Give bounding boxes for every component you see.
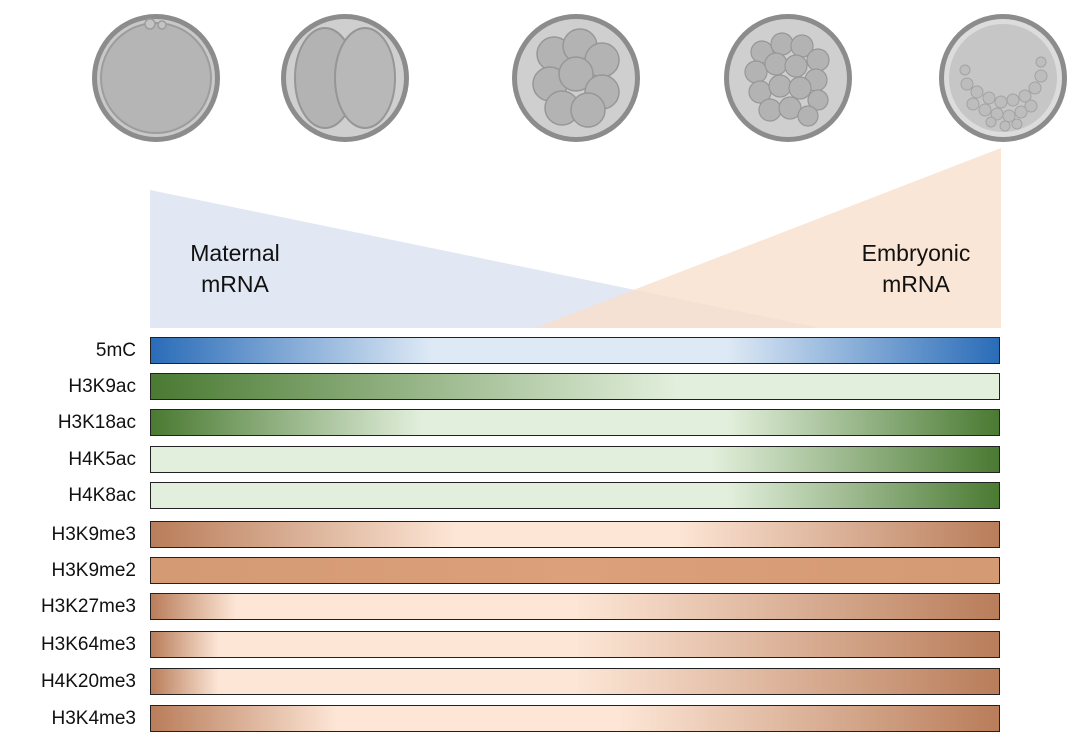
mark-label: H3K9ac <box>0 373 136 401</box>
mark-bar-h4k5ac <box>150 446 1000 473</box>
mark-label: H3K27me3 <box>0 593 136 621</box>
maternal-mrna-label-line1: Maternal <box>155 238 315 269</box>
mark-bar-h4k20me3 <box>150 668 1000 695</box>
mark-bar-h3k9me3 <box>150 521 1000 548</box>
mark-label: H3K9me2 <box>0 557 136 585</box>
mark-bar-h3k18ac <box>150 409 1000 436</box>
mark-bar-h3k9me2 <box>150 557 1000 584</box>
mark-label: H3K64me3 <box>0 631 136 659</box>
embryonic-mrna-label-line1: Embryonic <box>836 238 996 269</box>
embryonic-mrna-label: Embryonic mRNA <box>836 238 996 300</box>
mark-label: H4K20me3 <box>0 668 136 696</box>
mark-bar-h3k64me3 <box>150 631 1000 658</box>
mark-label: 5mC <box>0 337 136 365</box>
mark-label: H3K9me3 <box>0 521 136 549</box>
mark-bar-h3k9ac <box>150 373 1000 400</box>
maternal-mrna-label: Maternal mRNA <box>155 238 315 300</box>
mark-label: H4K5ac <box>0 446 136 474</box>
mark-bar-h4k8ac <box>150 482 1000 509</box>
mark-bar-5mc <box>150 337 1000 364</box>
mark-label: H3K4me3 <box>0 705 136 733</box>
embryonic-mrna-label-line2: mRNA <box>836 269 996 300</box>
maternal-mrna-label-line2: mRNA <box>155 269 315 300</box>
mark-bar-h3k4me3 <box>150 705 1000 732</box>
mark-label: H3K18ac <box>0 409 136 437</box>
mark-label: H4K8ac <box>0 482 136 510</box>
mark-bar-h3k27me3 <box>150 593 1000 620</box>
